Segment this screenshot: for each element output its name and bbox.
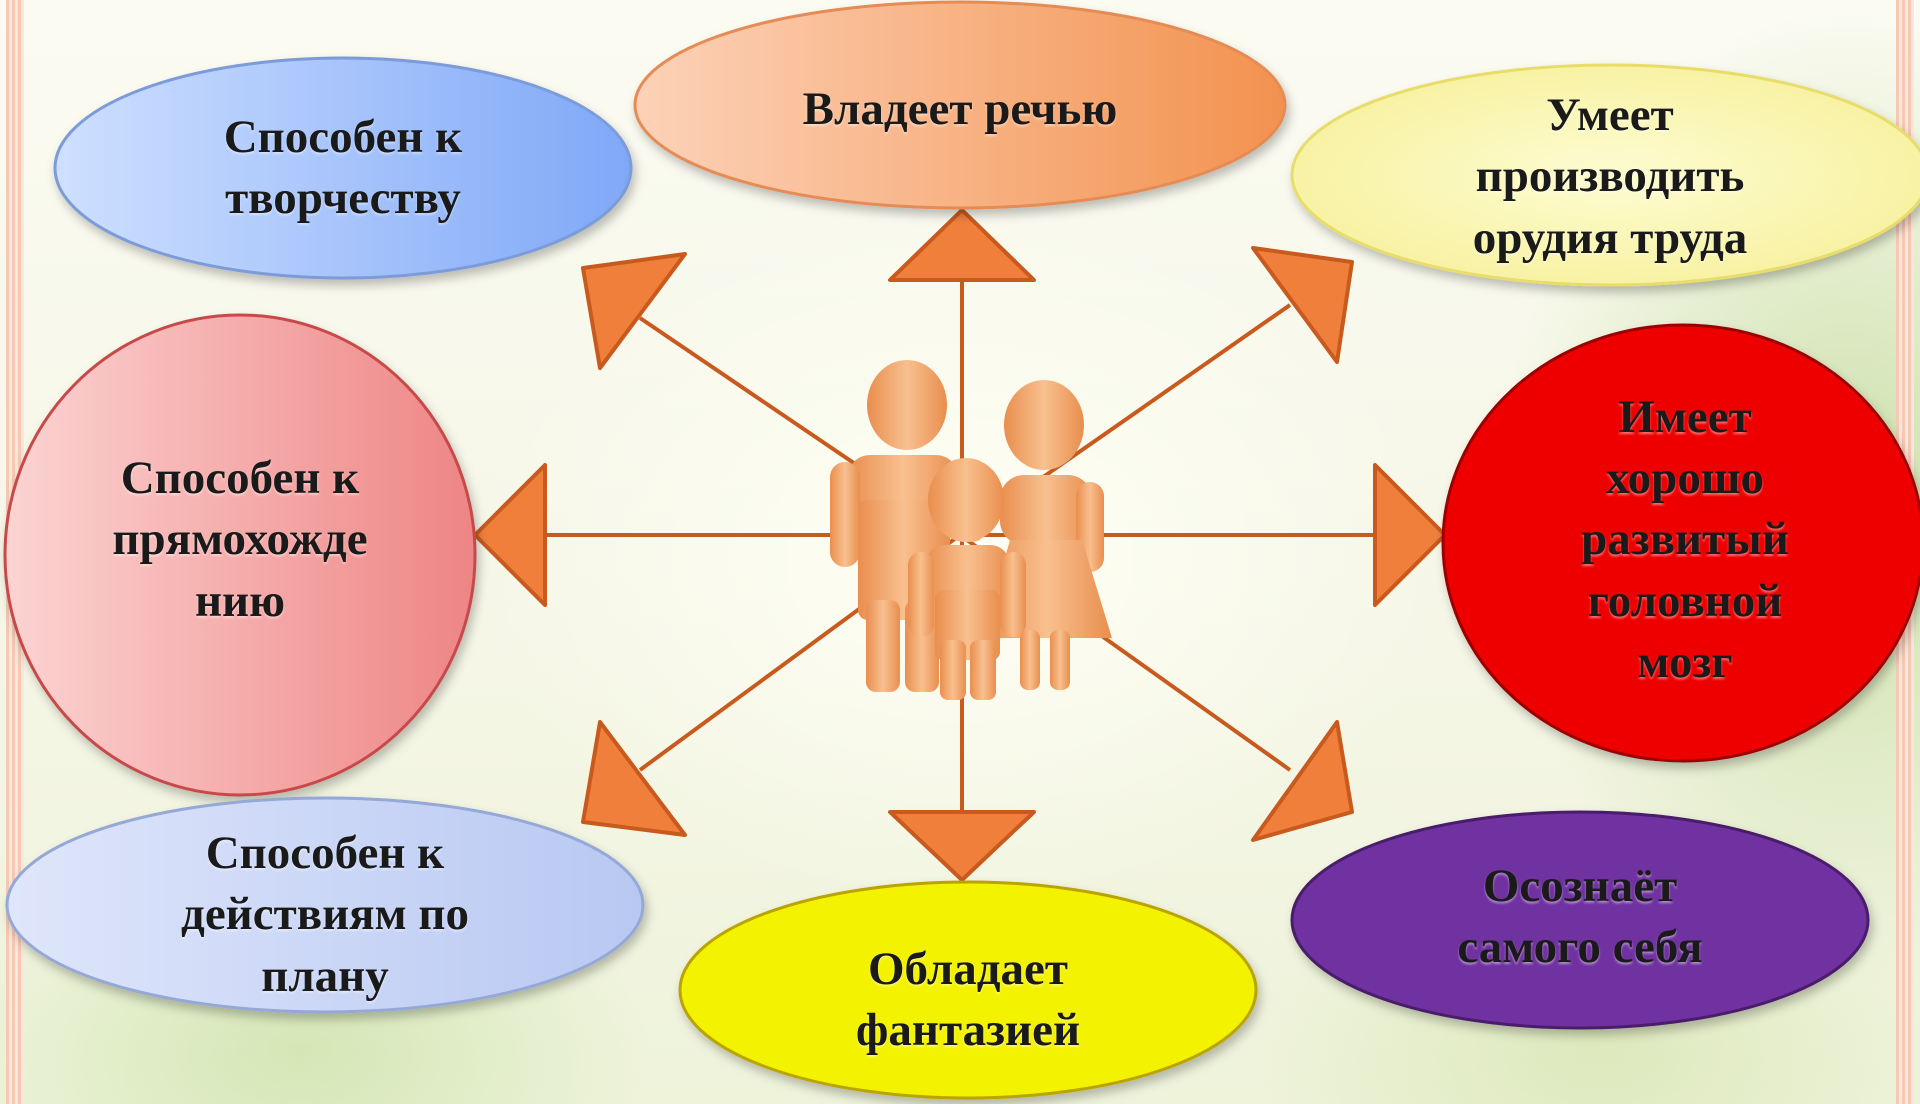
family-figure xyxy=(830,360,1112,700)
node-self-label: Осознаёт самого себя xyxy=(1457,859,1703,973)
arrow-downright-head xyxy=(1251,720,1354,842)
node-speech-label: Владеет речью xyxy=(802,83,1118,136)
child-figure xyxy=(908,458,1026,700)
arrow-right-head xyxy=(1373,463,1447,607)
nodes xyxy=(3,0,1920,1100)
arrow-up-head xyxy=(888,208,1036,282)
node-fantasy-shape xyxy=(678,880,1258,1100)
node-upright-label: Способен к прямохожде нию xyxy=(112,452,368,627)
arrow-upright-head xyxy=(1251,246,1354,364)
node-upright-shape xyxy=(3,313,477,797)
node-fantasy-label: Обладает фантазией xyxy=(855,942,1081,1056)
node-speech-shape xyxy=(633,0,1287,210)
node-plan-label: Способен к действиям по плану xyxy=(181,827,469,1002)
node-plan-shape xyxy=(5,796,645,1014)
node-tools-shape xyxy=(1290,63,1920,287)
node-brain-shape xyxy=(1441,323,1920,763)
node-tools-label: Умеет производить орудия труда xyxy=(1472,89,1748,264)
node-creativity-label: Способен к творчеству xyxy=(223,110,463,224)
arrow-downleft-head xyxy=(581,720,687,837)
arrow-left-head xyxy=(473,463,547,607)
arrow-upleft-head xyxy=(581,252,687,370)
node-brain-label: Имеет хорошо развитый головной мозг xyxy=(1581,391,1789,688)
node-self-shape xyxy=(1290,810,1870,1030)
node-creativity-shape xyxy=(53,56,633,280)
arrow-down-head xyxy=(888,810,1036,882)
